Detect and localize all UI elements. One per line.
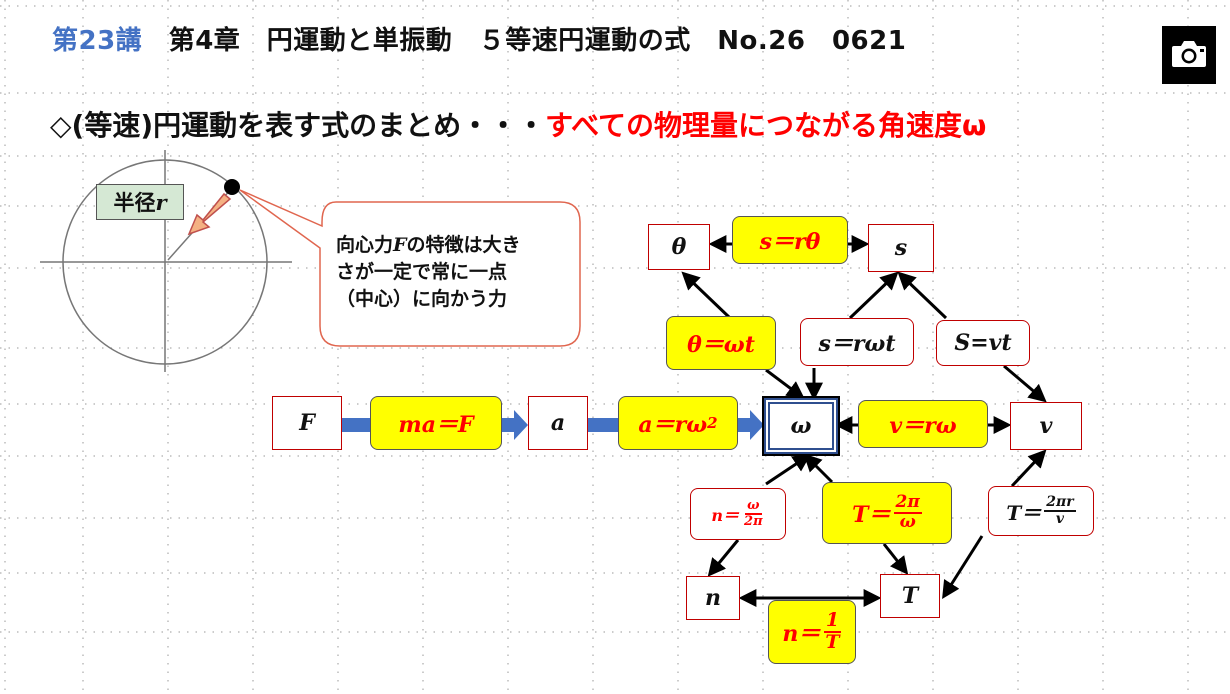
formula-T-lhs: T＝ bbox=[852, 502, 891, 528]
chapter-title: 第4章 円運動と単振動 ５等速円運動の式 No.26 0621 bbox=[142, 26, 907, 56]
formula-S-vt: S=vt bbox=[936, 320, 1030, 366]
subtitle-prefix: ◇(等速)円運動を表す式のまとめ・・・ bbox=[50, 109, 546, 142]
arrow-theta-omega-t bbox=[681, 271, 732, 320]
fraction-numerator: 2πr bbox=[1044, 494, 1076, 512]
arrow-r-omega-t-to-s bbox=[848, 271, 899, 320]
node-theta: θ bbox=[648, 224, 710, 270]
block-arrow-ma-a bbox=[502, 410, 528, 440]
camera-glyph bbox=[1172, 41, 1206, 67]
node-T: T bbox=[880, 574, 940, 618]
node-v: v bbox=[1010, 402, 1082, 450]
callout-text: 向心力Fの特徴は大き さが一定で常に一点 （中心）に向かう力 bbox=[336, 232, 572, 313]
block-arrow-formula-omega bbox=[738, 410, 764, 440]
fraction-denominator: 2π bbox=[744, 514, 763, 529]
formula-T2-lhs: T＝ bbox=[1006, 500, 1042, 525]
arrow-omega-t-to-omega bbox=[765, 368, 805, 400]
circular-motion-figure bbox=[40, 150, 292, 372]
arrow-vt-to-s bbox=[897, 271, 948, 320]
formula-a-base: a＝rω bbox=[638, 412, 708, 438]
callout-line-1: 向心力Fの特徴は大き bbox=[336, 232, 572, 259]
formula-n-lhs: n＝ bbox=[711, 506, 740, 525]
formula-v-r-omega: v＝rω bbox=[858, 400, 988, 448]
formula-s-r-theta: s＝rθ bbox=[732, 216, 848, 264]
arrow-n-frac-to-n bbox=[707, 539, 740, 577]
formula-theta-omega-t: θ＝ωt bbox=[666, 316, 776, 370]
radius-label-text: 半径 bbox=[113, 191, 156, 215]
section-subtitle: ◇(等速)円運動を表す式のまとめ・・・すべての物理量につながる角速度ω bbox=[50, 104, 986, 144]
node-omega: ω bbox=[762, 396, 840, 456]
node-F: F bbox=[272, 396, 342, 450]
block-arrows bbox=[342, 410, 764, 440]
arrow-T-frac-to-omega bbox=[803, 453, 834, 484]
lecture-number: 第23講 bbox=[52, 26, 143, 56]
node-n: n bbox=[686, 576, 740, 620]
callout-line-3: （中心）に向かう力 bbox=[336, 288, 508, 310]
fraction-denominator: T bbox=[825, 631, 840, 653]
block-arrow-F-ma bbox=[342, 418, 370, 432]
fraction-numerator: 1 bbox=[823, 609, 842, 633]
formula-n1-lhs: n＝ bbox=[782, 621, 821, 647]
arrow-T2-frac-to-v bbox=[1010, 449, 1047, 488]
callout-line-1a: 向心力 bbox=[336, 234, 394, 256]
fraction-numerator: ω bbox=[745, 498, 762, 515]
diagram-arrows bbox=[681, 235, 1047, 607]
arrow-n-frac-to-omega bbox=[765, 454, 811, 486]
fraction-denominator: v bbox=[1055, 511, 1064, 527]
fraction-numerator: 2π bbox=[893, 492, 922, 514]
arrow-T-frac-to-T bbox=[882, 543, 909, 575]
fraction-denominator: ω bbox=[899, 512, 916, 532]
block-arrow-a-formula bbox=[588, 418, 618, 432]
node-s: s bbox=[868, 224, 934, 272]
arrow-T2-frac-to-T bbox=[942, 535, 984, 600]
formula-a-exponent: 2 bbox=[707, 414, 718, 432]
callout-line-1b: の特徴は大き bbox=[406, 234, 521, 256]
centripetal-force-arrow bbox=[187, 192, 232, 236]
callout-force-var: F bbox=[393, 234, 407, 256]
arrow-vt-to-v bbox=[1003, 364, 1047, 403]
lecture-header: 第23講 第4章 円運動と単振動 ５等速円運動の式 No.26 0621 bbox=[52, 20, 906, 57]
callout-bubble bbox=[239, 189, 581, 347]
node-a: a bbox=[528, 396, 588, 450]
moving-object-dot bbox=[224, 179, 240, 195]
callout-line-2: さが一定で常に一点 bbox=[336, 261, 508, 283]
formula-s-r-omega-t: s＝rωt bbox=[800, 318, 914, 366]
formula-ma-F: ma＝F bbox=[370, 396, 502, 450]
subtitle-highlight: すべての物理量につながる角速度ω bbox=[545, 109, 987, 142]
camera-icon[interactable] bbox=[1162, 26, 1216, 84]
radius-variable: r bbox=[155, 189, 167, 215]
